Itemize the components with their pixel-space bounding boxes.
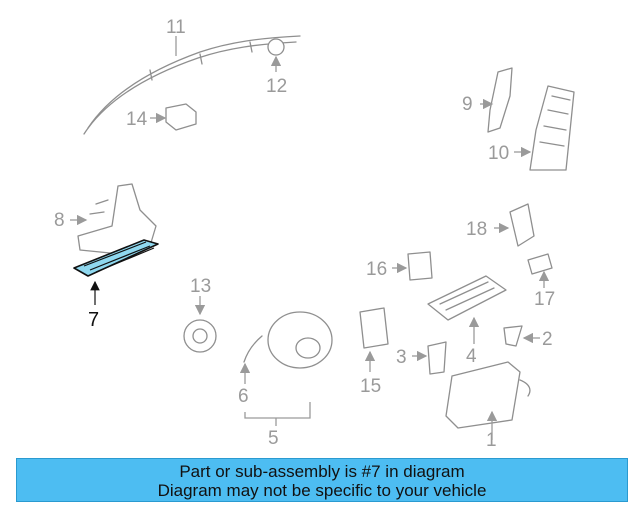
callout-14: 14 bbox=[126, 109, 148, 130]
callout-10: 10 bbox=[488, 143, 509, 164]
part-10-side-airbag bbox=[514, 85, 575, 171]
info-banner: Part or sub-assembly is #7 in diagram Di… bbox=[16, 458, 628, 502]
callout-1: 1 bbox=[486, 430, 497, 451]
callout-9: 9 bbox=[462, 94, 473, 115]
callout-4: 4 bbox=[466, 346, 477, 367]
callout-16: 16 bbox=[366, 259, 387, 280]
part-17-sensor bbox=[527, 253, 553, 288]
callout-15: 15 bbox=[360, 376, 381, 397]
callout-6: 6 bbox=[238, 386, 249, 407]
part-18-bracket bbox=[494, 203, 535, 247]
part-7-highlighted bbox=[73, 239, 159, 305]
part-9-pillar-airbag bbox=[480, 67, 513, 133]
callout-5: 5 bbox=[268, 428, 279, 449]
parts-diagram: 11 12 14 9 10 8 7 13 bbox=[54, 17, 575, 451]
callout-2: 2 bbox=[542, 329, 553, 350]
part-8-bracket bbox=[70, 183, 157, 255]
part-2-clip bbox=[503, 325, 540, 347]
banner-line-1: Part or sub-assembly is #7 in diagram bbox=[179, 462, 465, 481]
callout-13: 13 bbox=[190, 276, 211, 297]
callout-17: 17 bbox=[534, 289, 555, 310]
part-5-steering-airbag bbox=[239, 311, 333, 426]
part-11-curtain-airbag bbox=[83, 35, 301, 135]
callout-7: 7 bbox=[88, 309, 99, 331]
callout-12: 12 bbox=[266, 76, 287, 97]
part-15-impact-sensor bbox=[359, 307, 389, 372]
part-3-bracket bbox=[412, 341, 447, 375]
banner-line-2: Diagram may not be specific to your vehi… bbox=[157, 481, 487, 500]
part-1-passenger-airbag bbox=[445, 361, 531, 440]
callout-8: 8 bbox=[54, 210, 65, 231]
callout-18: 18 bbox=[466, 219, 487, 240]
part-4-knee-airbag bbox=[427, 275, 507, 344]
part-14-sensor-module bbox=[150, 103, 197, 131]
callout-3: 3 bbox=[396, 347, 407, 368]
part-12-clip bbox=[267, 38, 285, 72]
callout-11: 11 bbox=[166, 17, 186, 38]
part-16-sensor bbox=[392, 251, 433, 281]
part-13-clock-spring bbox=[183, 296, 217, 353]
